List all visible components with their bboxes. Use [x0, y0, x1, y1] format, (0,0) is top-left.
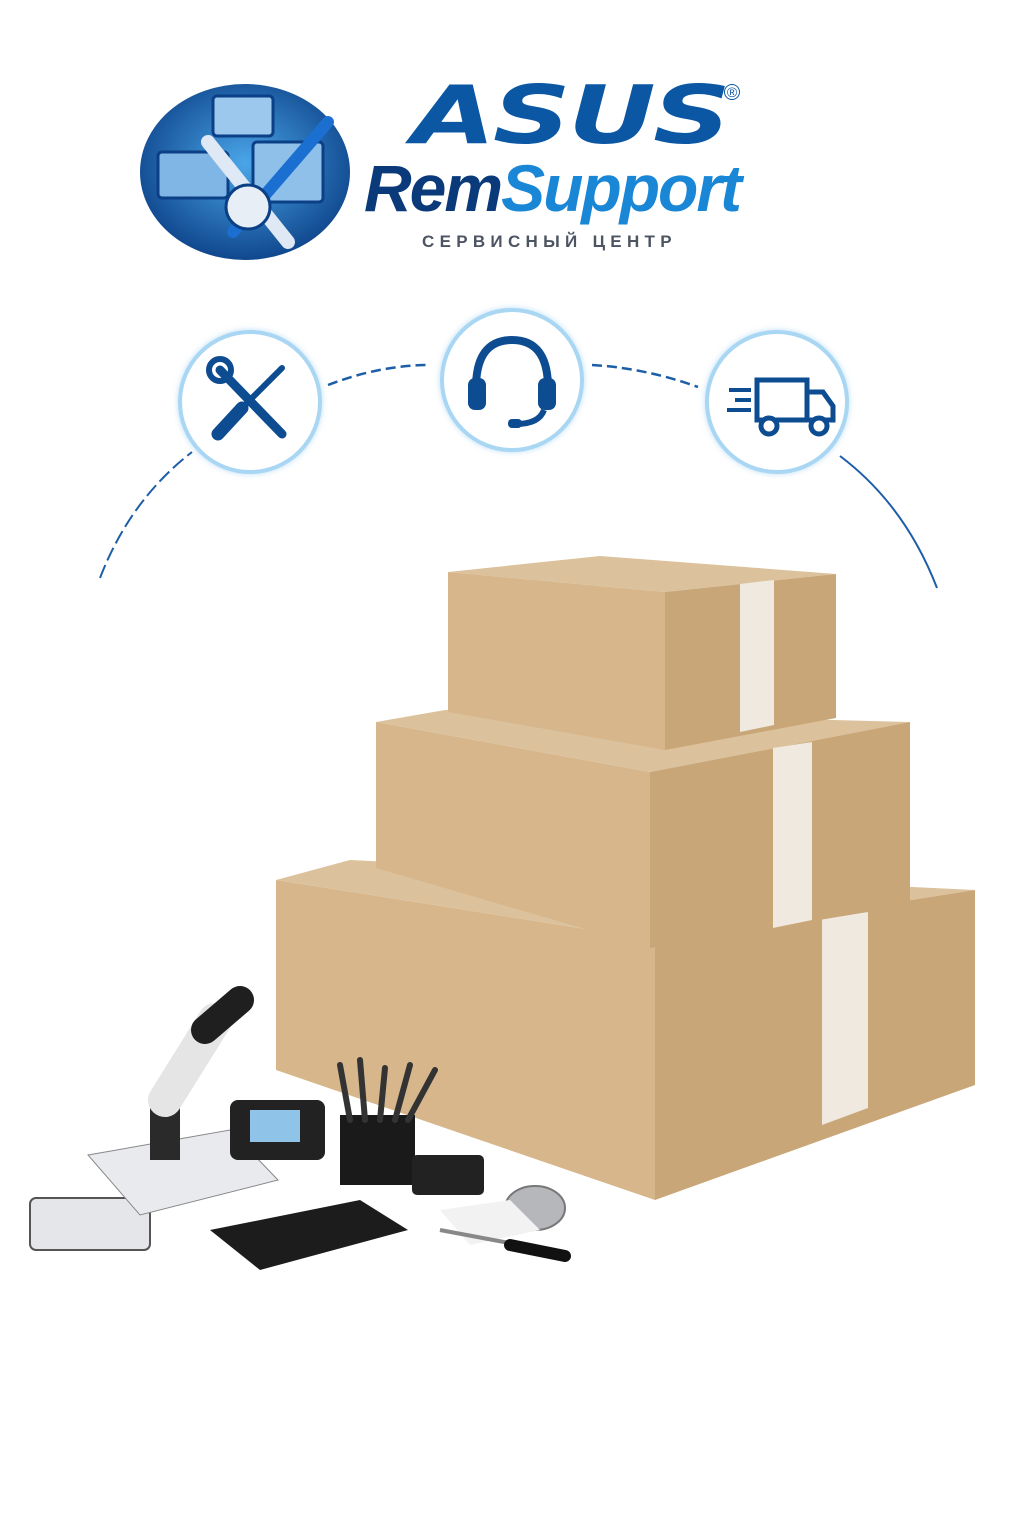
box-top	[448, 556, 836, 750]
service-delivery	[705, 330, 849, 474]
headset-icon	[468, 335, 556, 428]
asus-logo: ASUS	[412, 69, 731, 162]
wrench-screwdriver-icon	[206, 356, 287, 441]
packages-illustration	[29, 556, 975, 1270]
brand-name-rem: Rem	[364, 151, 503, 225]
registered-mark: ®	[724, 84, 740, 100]
service-support	[440, 308, 584, 452]
connector-arcs	[99, 363, 938, 589]
brand-tagline: СЕРВИСНЫЙ ЦЕНТР	[422, 232, 677, 251]
delivery-truck-icon	[727, 377, 836, 437]
logo-emblem	[140, 84, 350, 260]
service-repair	[178, 330, 322, 474]
brand-name: RemSupport	[364, 148, 742, 228]
brand-name-support: Support	[501, 151, 742, 225]
repair-tools	[29, 986, 571, 1270]
